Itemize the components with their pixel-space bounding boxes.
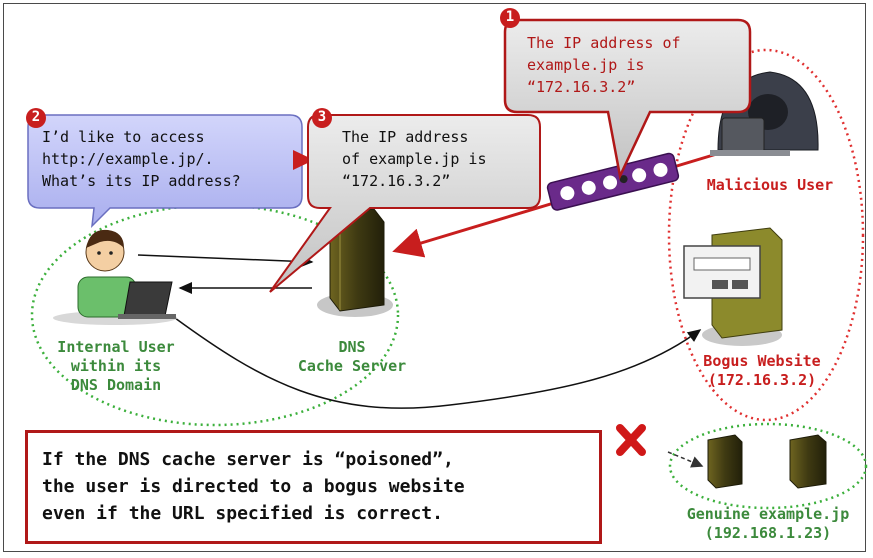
internal-user-label: Internal User within its DNS Domain: [57, 338, 175, 394]
step-number-3: 3: [317, 109, 327, 125]
skull-icon: [560, 186, 575, 201]
bogus-website-label: Bogus Website (172.16.3.2): [703, 352, 821, 389]
dns-server-icon: [317, 208, 393, 317]
bogus-web-server-icon: [683, 227, 783, 346]
warning-note-box: If the DNS cache server is “poisoned”, t…: [25, 430, 602, 544]
skull-icon: [603, 175, 618, 190]
step-badge-1: [500, 8, 520, 28]
diagram-frame: [3, 3, 866, 552]
bubble-step-1-text: The IP address of example.jp is “172.16.…: [527, 34, 681, 96]
step-badge-3: [312, 108, 332, 128]
skull-icon: [581, 180, 596, 195]
user-with-laptop-icon: [53, 229, 177, 325]
query-arrow: [137, 254, 314, 268]
malicious-user-label: Malicious User: [706, 176, 834, 194]
redirect-curve: [174, 317, 702, 409]
cross-mark-icon: [616, 424, 646, 456]
warning-note-text: If the DNS cache server is “poisoned”, t…: [42, 449, 465, 524]
bubble-step-1: [503, 18, 752, 181]
skull-icon: [653, 162, 668, 177]
step-pointer: [293, 150, 314, 170]
malicious-domain-circle: [667, 48, 865, 422]
dns-server-label: DNS Cache Server: [297, 338, 407, 375]
genuine-server-icon: [707, 434, 827, 489]
bubble-step-3-text: The IP address of example.jp is “172.16.…: [342, 128, 487, 190]
step-number-1: 1: [505, 9, 515, 25]
bubble-step-3: [269, 114, 541, 293]
genuine-site-label: Genuine example.jp (192.168.1.23): [686, 505, 850, 542]
skull-icon: [632, 168, 647, 183]
dashed-link: [667, 451, 704, 468]
attack-skull-bar: [546, 152, 680, 211]
internal-domain-circle: [30, 203, 400, 427]
step-badge-2: [26, 108, 46, 128]
genuine-domain-circle: [668, 422, 868, 510]
bubble-step-2-text: I’d like to access http://example.jp/. W…: [42, 128, 241, 190]
step-number-2: 2: [31, 109, 41, 125]
